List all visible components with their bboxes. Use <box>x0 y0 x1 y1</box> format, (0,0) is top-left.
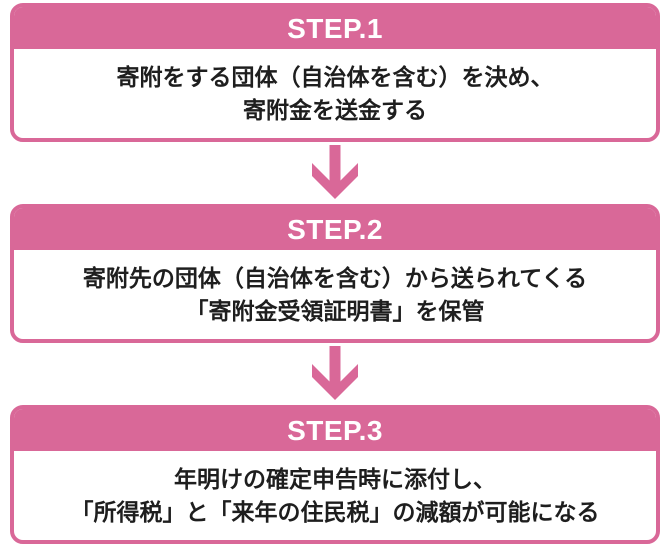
step-1-text-line: 寄附金を送金する <box>243 96 427 123</box>
step-2-label: STEP.2 <box>287 213 383 245</box>
step-2-box: STEP.2 寄附先の団体（自治体を含む）から送られてくる 「寄附金受領証明書」… <box>10 204 660 343</box>
step-1-text-line: 寄附をする団体（自治体を含む）を決め、 <box>116 63 554 90</box>
step-3-label: STEP.3 <box>287 414 383 446</box>
step-2-to-3-connector <box>10 343 660 405</box>
step-2-header: STEP.2 <box>14 208 656 250</box>
step-3-body: 年明けの確定申告時に添付し、 「所得税」と「来年の住民税」の減額が可能になる <box>14 451 656 540</box>
step-1-label: STEP.1 <box>287 12 383 44</box>
step-3-text-line: 年明けの確定申告時に添付し、 <box>174 465 496 492</box>
step-2-text-line: 「寄附金受領証明書」を保管 <box>185 297 485 324</box>
step-2-text-line: 寄附先の団体（自治体を含む）から送られてくる <box>82 264 588 291</box>
step-1-body: 寄附をする団体（自治体を含む）を決め、 寄附金を送金する <box>14 49 656 138</box>
step-3-header: STEP.3 <box>14 409 656 451</box>
step-1-to-2-connector <box>10 142 660 204</box>
down-arrow-icon <box>312 145 358 199</box>
down-arrow-icon <box>312 346 358 400</box>
step-2-body: 寄附先の団体（自治体を含む）から送られてくる 「寄附金受領証明書」を保管 <box>14 250 656 339</box>
step-3-box: STEP.3 年明けの確定申告時に添付し、 「所得税」と「来年の住民税」の減額が… <box>10 405 660 544</box>
step-1-header: STEP.1 <box>14 7 656 49</box>
step-1-box: STEP.1 寄附をする団体（自治体を含む）を決め、 寄附金を送金する <box>10 3 660 142</box>
step-3-text-line: 「所得税」と「来年の住民税」の減額が可能になる <box>70 498 600 525</box>
